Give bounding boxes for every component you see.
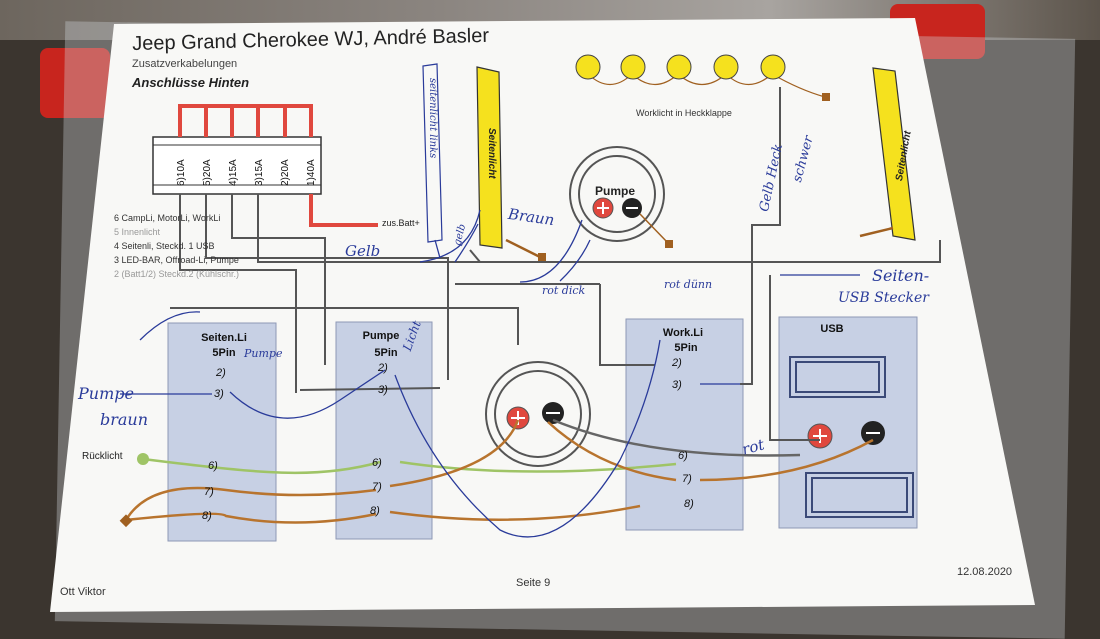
pump-label: Pumpe [595,184,636,198]
worklight-lamps [575,54,830,101]
pumpe-pin-6: 6) [372,457,382,469]
lamp-5 [760,54,786,80]
fuse-label-1: 1)40A [306,159,317,186]
legend-4: 4 Seitenli, Steckd. 1 USB [114,241,215,251]
pumpe-pin-3: 3) [378,384,388,396]
fuse-label-6: 6)10A [176,159,187,186]
lamp-2 [620,54,646,80]
side-light-right [872,67,916,241]
connector-work-box [625,318,744,531]
pumpe-pin-7: 7) [372,481,382,493]
connector-seiten-sub: 5Pin [212,347,236,359]
connector-work-sub: 5Pin [674,342,698,354]
hand-pumpe-small: Pumpe [244,347,283,360]
hand-usb-stecker: USB Stecker [838,290,929,306]
fuse-label-5: 5)20A [202,159,213,186]
connector-pumpe-title: Pumpe [362,330,400,342]
hand-rot-dick: rot dick [542,284,586,297]
legend-3: 3 LED-BAR, Offroad-Li, Pumpe [114,255,239,265]
work-pin-3: 3) [672,379,682,391]
seiten-pin-7: 7) [204,486,214,498]
connector-seiten-box [167,322,277,542]
lamp-4 [713,54,739,80]
pump-symbol [569,146,673,248]
hand-pumpe: Pumpe [78,384,134,403]
hand-seiten-usb: Seiten- [872,266,930,285]
usb-title: USB [820,323,844,335]
fuse-label-3: 3)15A [254,159,265,186]
section-heading: Anschlüsse Hinten [132,75,250,90]
footer-page: Seite 9 [516,577,551,589]
side-light-left-label: Seitenlicht [486,128,497,179]
connector-pumpe-sub: 5Pin [374,347,398,359]
connector-work-title: Work.Li [662,327,704,339]
usb-box [778,316,918,529]
footer-date: 12.08.2020 [957,566,1013,578]
seiten-pin-3: 3) [214,388,224,400]
connector-pumpe-box [335,321,433,540]
footer-author: Ott Viktor [60,586,106,598]
work-pin-6: 6) [678,450,688,462]
work-pin-7: 7) [682,473,692,485]
hand-seitenlicht-links: seitenlicht links [427,78,438,159]
hand-braun-2: braun [100,410,149,429]
lamp-1 [575,54,601,80]
red-cap-left [40,48,110,118]
lamp-3 [666,54,692,80]
wiring-diagram [50,18,1035,612]
work-pin-2: 2) [672,357,682,369]
battery-label: zus.Batt+ [382,218,420,228]
ruecklicht-label: Rücklicht [82,451,123,462]
pumpe-pin-2: 2) [378,362,388,374]
work-pin-8: 8) [684,498,694,510]
seiten-pin-2: 2) [216,367,226,379]
page-subtitle: Zusatzverkabelungen [132,58,238,70]
fuse-label-4: 4)15A [228,159,239,186]
legend-2: 2 (Batt1/2) Steckd.2 (Kühlschr.) [114,269,240,279]
side-light-left [476,66,503,249]
fuse-label-2: 2)20A [280,159,291,186]
seiten-pin-6: 6) [208,460,218,472]
connector-seiten-title: Seiten.Li [201,332,247,344]
legend-6: 6 CampLi, MotorLi, WorkLi [114,213,221,223]
legend-5: 5 Innenlicht [114,227,161,237]
seiten-pin-8: 8) [202,510,212,522]
fuse-block [152,104,378,227]
usb-sockets [789,356,914,518]
handwritten-strip [422,63,443,243]
worklight-label: Worklicht in Heckklappe [636,108,732,118]
hand-gelb-2: Gelb [345,242,381,260]
pumpe-pin-8: 8) [370,505,380,517]
hand-rot-duenn: rot dünn [664,278,713,291]
center-terminal [485,361,591,467]
